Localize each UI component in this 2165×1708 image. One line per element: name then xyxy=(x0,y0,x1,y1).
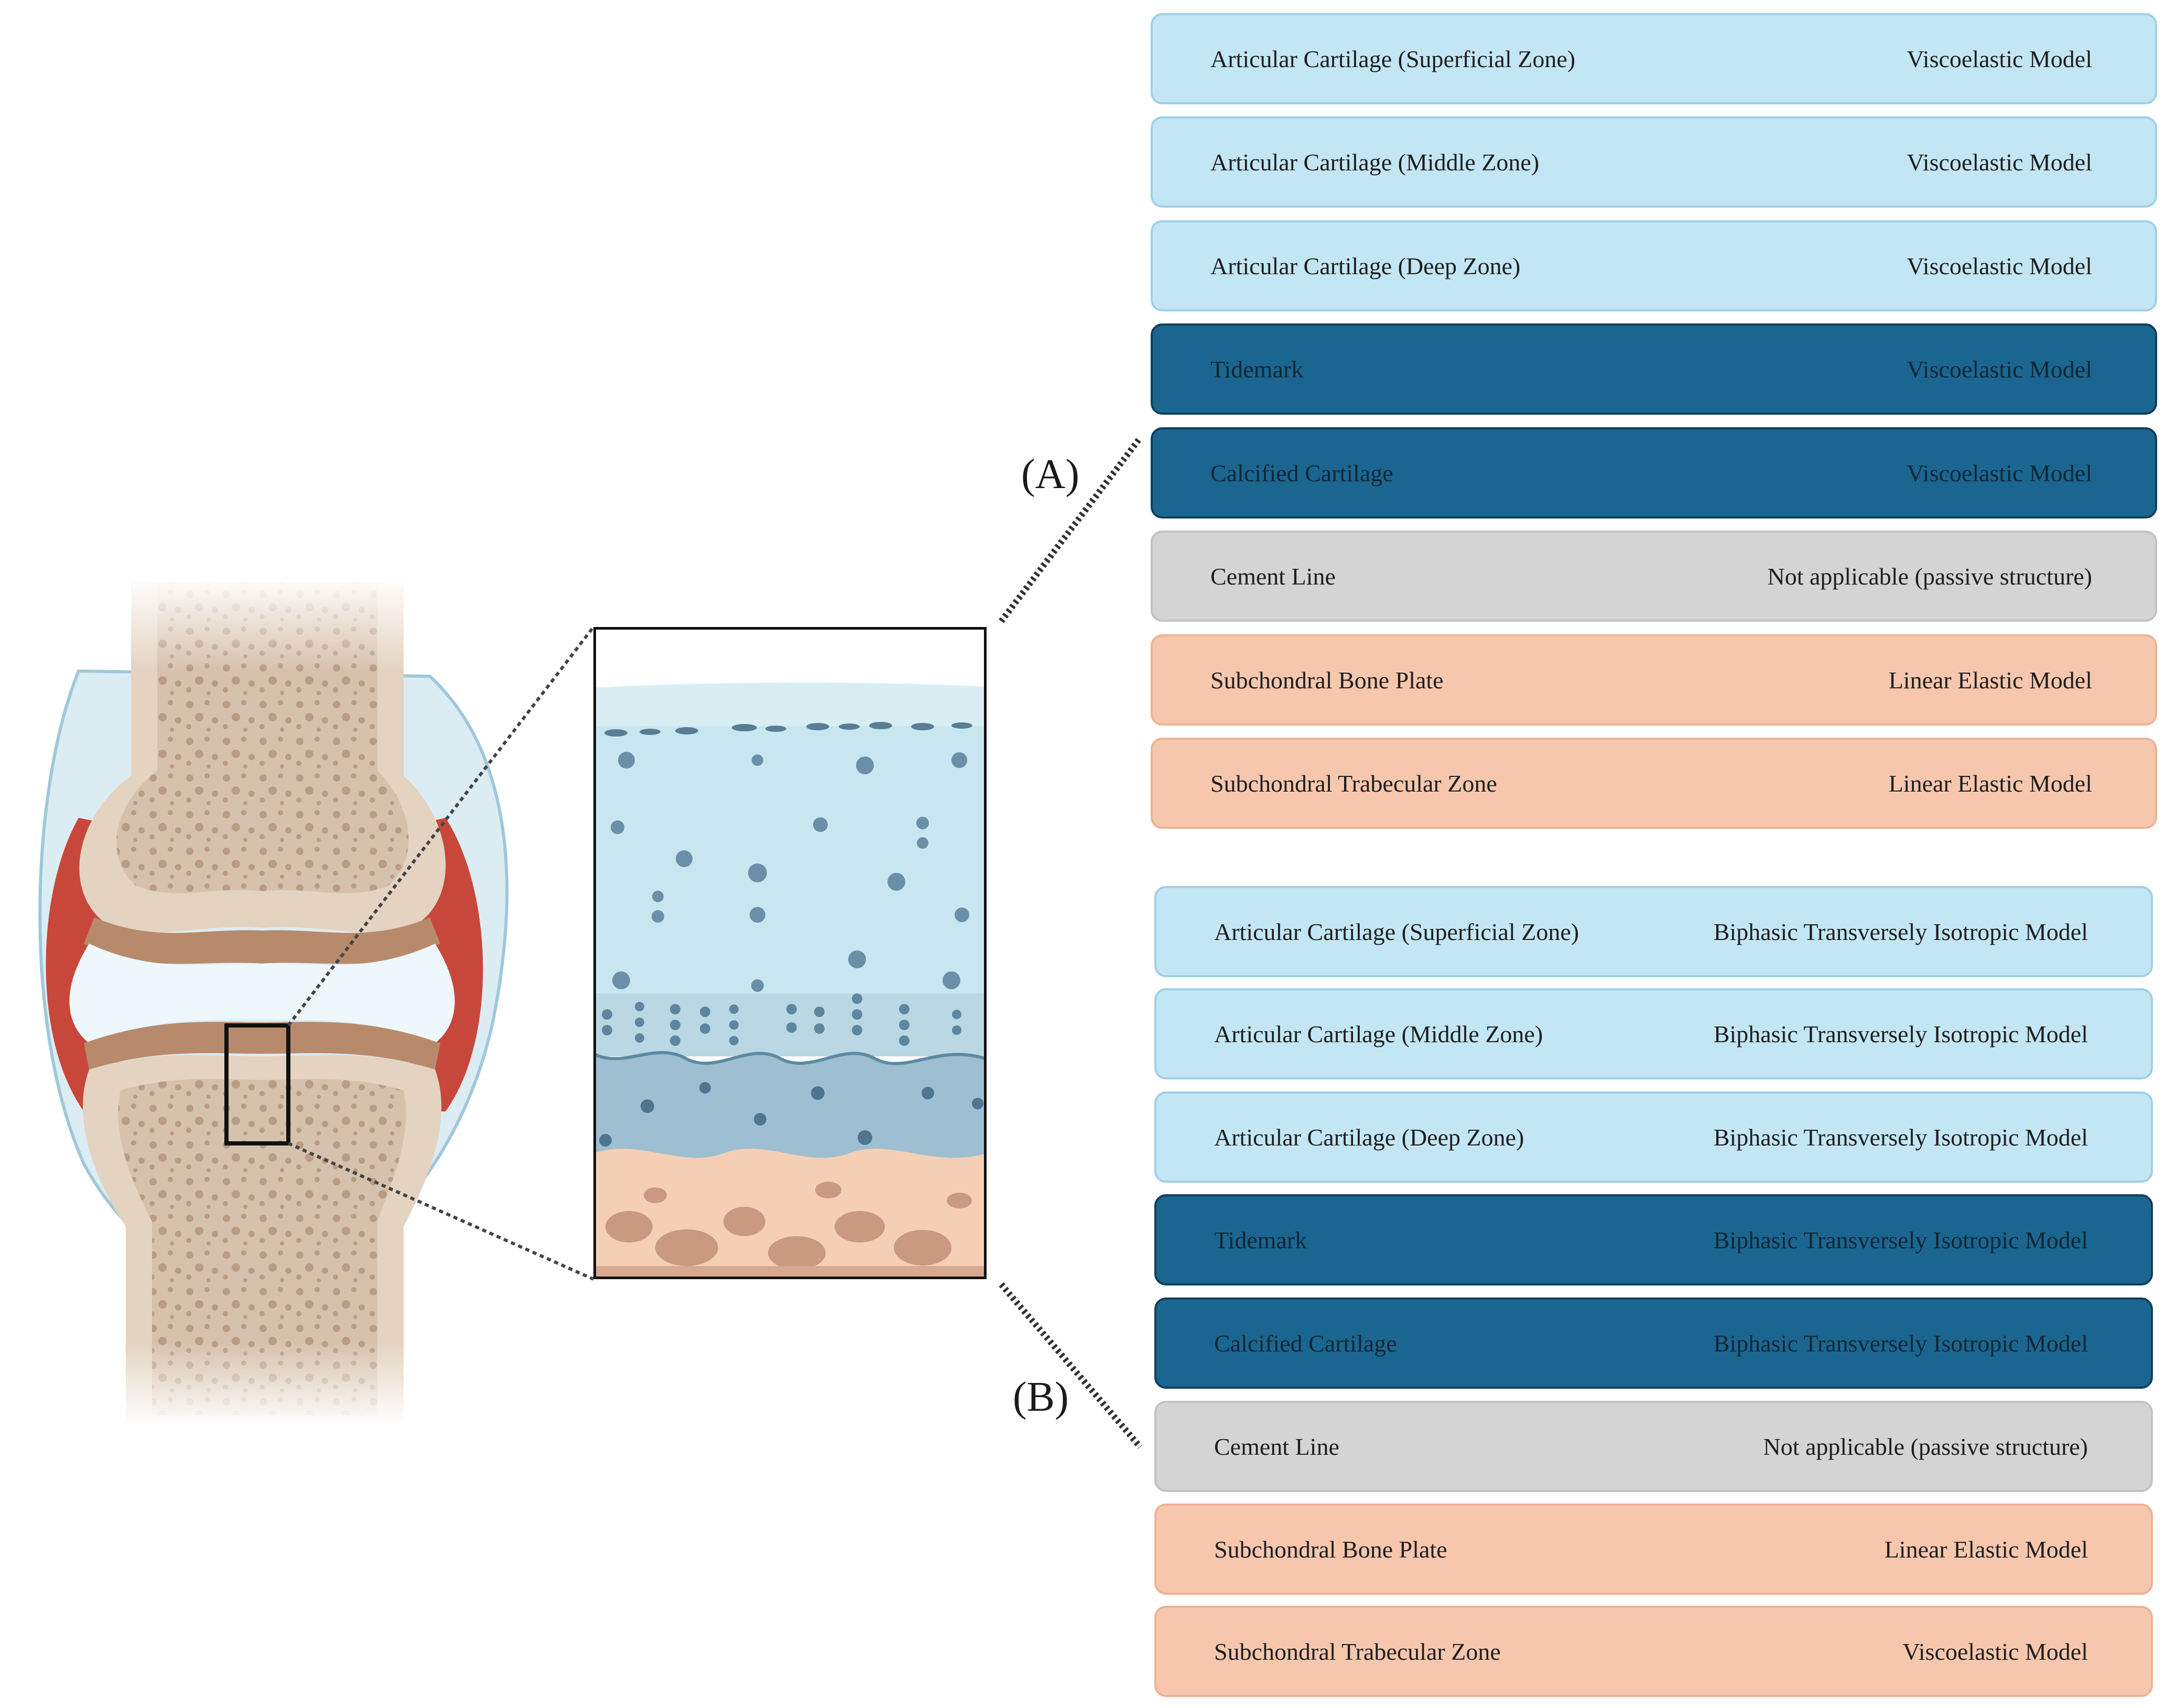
panel-b-row-cement-line: Cement Line Not applicable (passive stru… xyxy=(1154,1401,2153,1492)
panel-leaders xyxy=(999,436,1143,1449)
tissue-name: Tidemark xyxy=(1214,1226,1307,1253)
tissue-name: Articular Cartilage (Superficial Zone) xyxy=(1210,45,1576,72)
panel-b-row-subchondral-bone-plate: Subchondral Bone Plate Linear Elastic Mo… xyxy=(1154,1504,2153,1595)
zoom-box xyxy=(224,1023,290,1145)
model-name: Linear Elastic Model xyxy=(1888,666,2092,694)
panel-b-row-calcified-cartilage: Calcified Cartilage Biphasic Transversel… xyxy=(1154,1298,2153,1389)
tidemark-line xyxy=(593,1051,987,1065)
tissue-name: Subchondral Bone Plate xyxy=(1210,666,1444,694)
zoom-connectors xyxy=(287,626,595,1281)
panel-label-a: (A) xyxy=(1021,451,1080,498)
panel-b-row-middle-zone: Articular Cartilage (Middle Zone) Biphas… xyxy=(1154,988,2153,1079)
tissue-name: Subchondral Trabecular Zone xyxy=(1210,770,1497,797)
tissue-name: Cement Line xyxy=(1214,1433,1339,1460)
model-name: Biphasic Transversely Isotropic Model xyxy=(1713,1329,2088,1357)
panel-a-row-subchondral-bone-plate: Subchondral Bone Plate Linear Elastic Mo… xyxy=(1151,634,2157,726)
panel-b-row-tidemark: Tidemark Biphasic Transversely Isotropic… xyxy=(1154,1194,2153,1285)
histology-inset xyxy=(593,627,987,1279)
model-name: Not applicable (passive structure) xyxy=(1763,1433,2088,1460)
panel-b-row-superficial-zone: Articular Cartilage (Superficial Zone) B… xyxy=(1154,886,2153,977)
panel-a-row-superficial-zone: Articular Cartilage (Superficial Zone) V… xyxy=(1151,13,2157,104)
model-name: Not applicable (passive structure) xyxy=(1767,563,2093,590)
panel-a-row-deep-zone: Articular Cartilage (Deep Zone) Viscoela… xyxy=(1151,220,2157,311)
tissue-name: Articular Cartilage (Middle Zone) xyxy=(1210,148,1540,176)
model-name: Biphasic Transversely Isotropic Model xyxy=(1713,1123,2088,1151)
joint-space xyxy=(69,944,455,1043)
model-name: Linear Elastic Model xyxy=(1884,1536,2088,1563)
model-name: Viscoelastic Model xyxy=(1907,148,2092,176)
model-name: Biphasic Transversely Isotropic Model xyxy=(1713,1020,2088,1047)
tissue-name: Articular Cartilage (Middle Zone) xyxy=(1214,1020,1543,1047)
knee-joint xyxy=(38,577,508,1426)
model-name: Viscoelastic Model xyxy=(1907,45,2092,72)
tissue-name: Tidemark xyxy=(1210,355,1304,383)
model-name: Linear Elastic Model xyxy=(1888,770,2092,797)
tissue-name: Articular Cartilage (Superficial Zone) xyxy=(1214,918,1579,945)
tissue-name: Articular Cartilage (Deep Zone) xyxy=(1210,252,1521,279)
tissue-name: Cement Line xyxy=(1210,563,1336,590)
model-name: Viscoelastic Model xyxy=(1907,459,2092,487)
tissue-name: Subchondral Bone Plate xyxy=(1214,1536,1447,1563)
panel-a-row-subchondral-trabecular-zone: Subchondral Trabecular Zone Linear Elast… xyxy=(1151,738,2157,829)
tissue-name: Articular Cartilage (Deep Zone) xyxy=(1214,1123,1524,1151)
model-name: Biphasic Transversely Isotropic Model xyxy=(1713,1226,2088,1253)
model-name: Viscoelastic Model xyxy=(1902,1638,2088,1665)
tissue-name: Calcified Cartilage xyxy=(1210,459,1393,487)
panel-b-row-deep-zone: Articular Cartilage (Deep Zone) Biphasic… xyxy=(1154,1091,2153,1183)
tissue-name: Calcified Cartilage xyxy=(1214,1329,1397,1357)
panel-label-b: (B) xyxy=(1013,1374,1069,1420)
tissue-name: Subchondral Trabecular Zone xyxy=(1214,1638,1501,1665)
model-name: Biphasic Transversely Isotropic Model xyxy=(1713,918,2088,945)
model-name: Viscoelastic Model xyxy=(1907,355,2092,383)
panel-a-row-cement-line: Cement Line Not applicable (passive stru… xyxy=(1151,531,2157,622)
panel-a-row-tidemark: Tidemark Viscoelastic Model xyxy=(1151,323,2157,415)
panel-a-row-middle-zone: Articular Cartilage (Middle Zone) Viscoe… xyxy=(1151,116,2157,208)
panel-b-row-subchondral-trabecular-zone: Subchondral Trabecular Zone Viscoelastic… xyxy=(1154,1606,2153,1697)
model-name: Viscoelastic Model xyxy=(1907,252,2092,279)
panel-a-row-calcified-cartilage: Calcified Cartilage Viscoelastic Model xyxy=(1151,427,2157,518)
